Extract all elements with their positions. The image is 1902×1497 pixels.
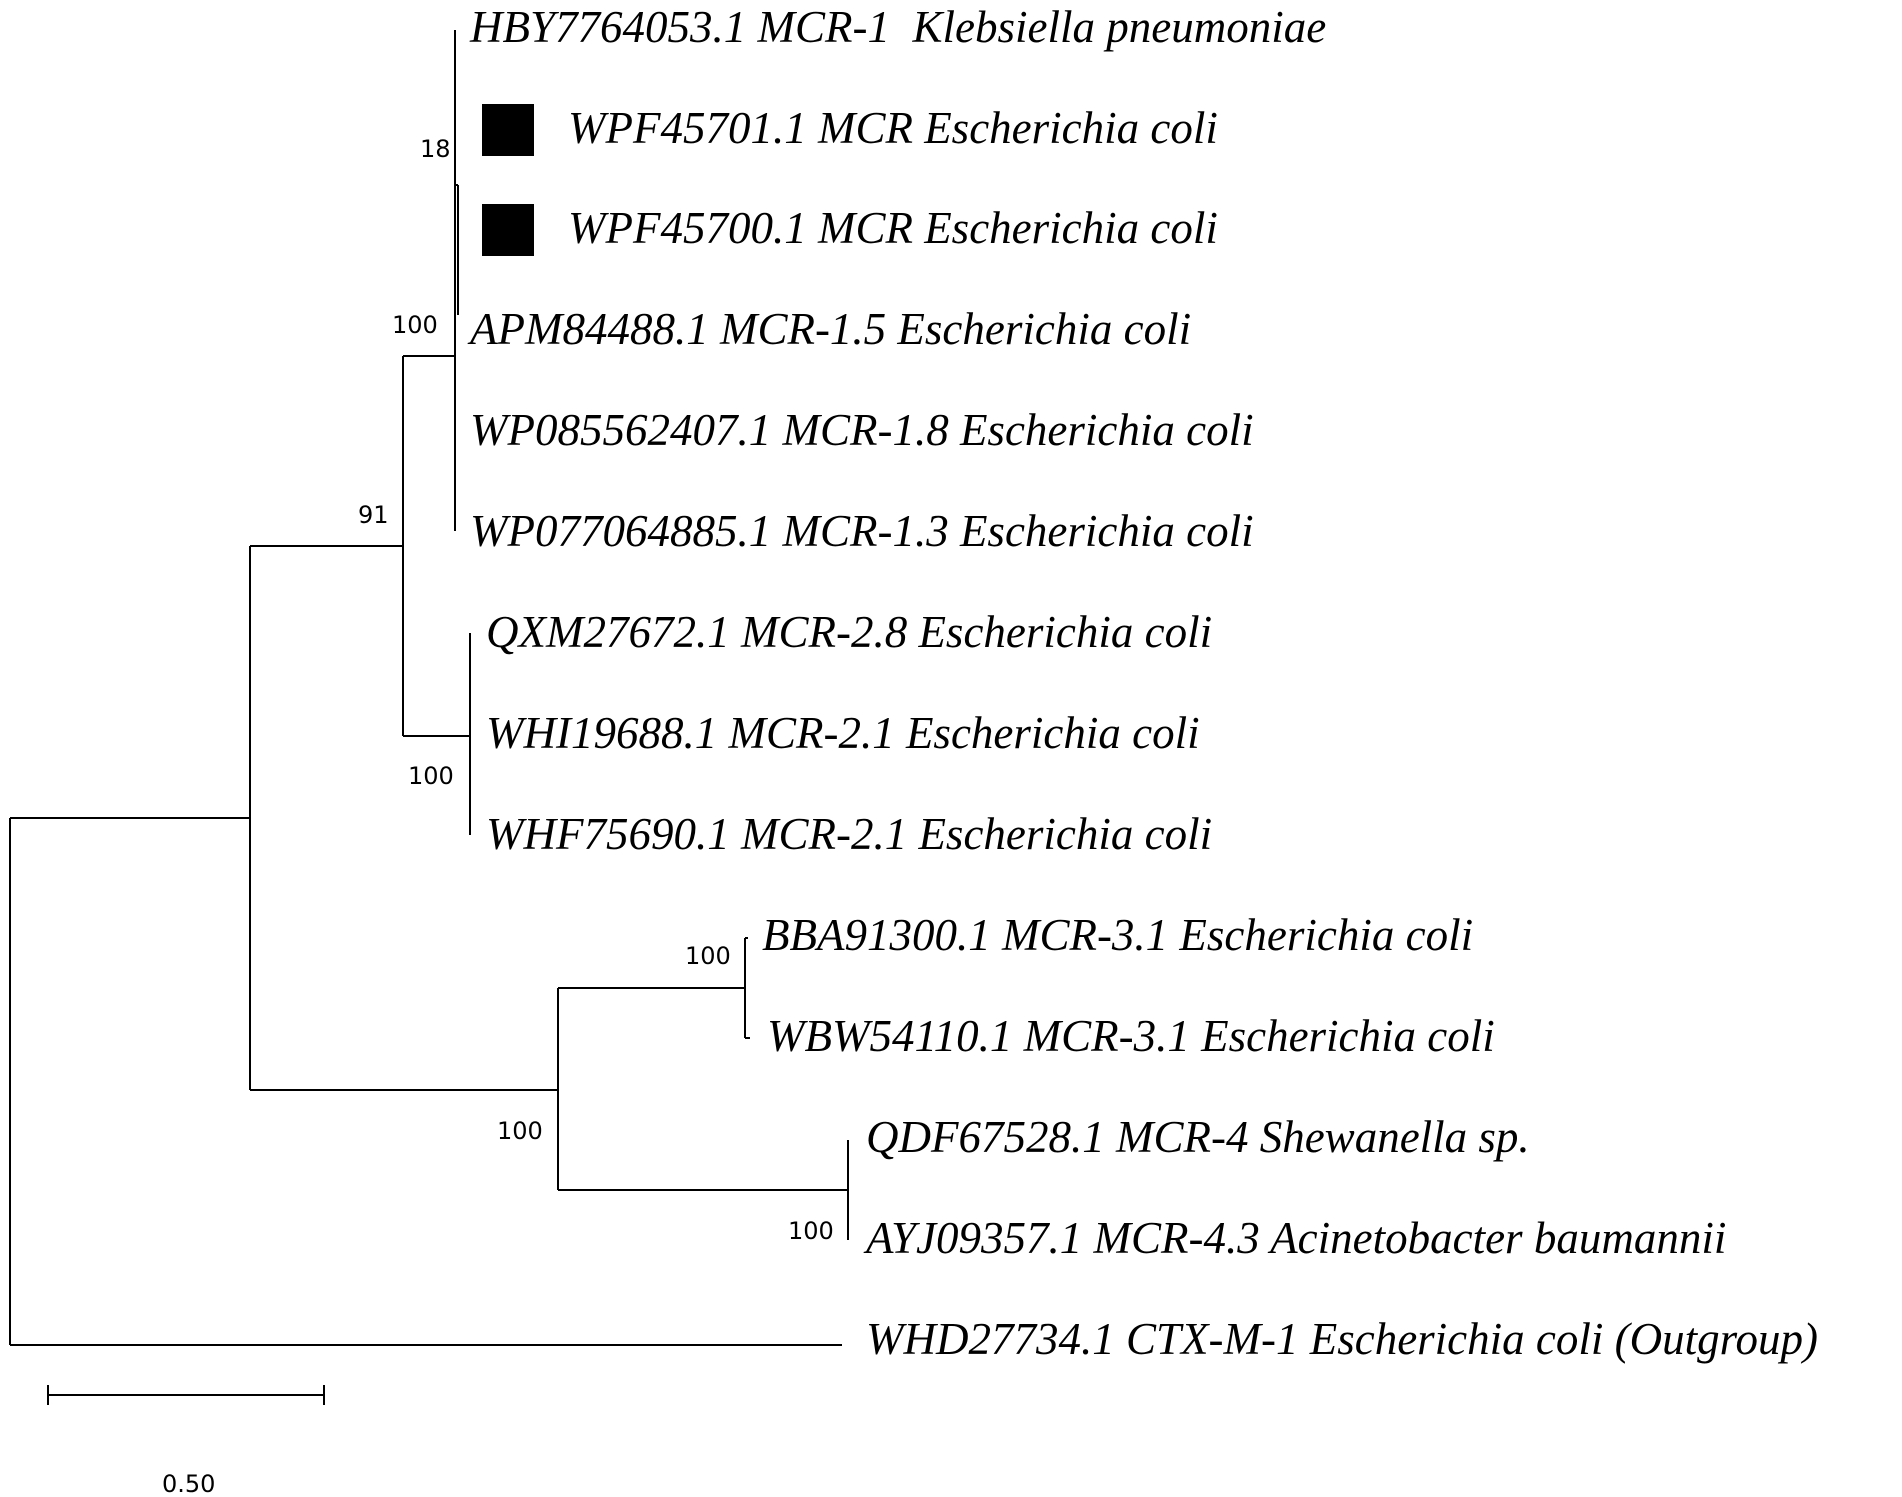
bootstrap-value: 100 bbox=[408, 762, 454, 790]
scale-bar: 0.50 bbox=[47, 1385, 325, 1497]
bootstrap-value: 100 bbox=[788, 1217, 834, 1245]
leaf-labels: HBY7764053.1 MCR-1 Klebsiella pneumoniae… bbox=[467, 2, 1818, 1364]
highlight-square-marker bbox=[482, 204, 534, 256]
leaf-label: WPF45700.1 MCR Escherichia coli bbox=[568, 203, 1218, 253]
bootstrap-value: 100 bbox=[392, 311, 438, 339]
leaf-label: WP085562407.1 MCR-1.8 Escherichia coli bbox=[470, 405, 1254, 455]
bootstrap-value: 100 bbox=[497, 1117, 543, 1145]
bootstrap-value: 91 bbox=[358, 501, 389, 529]
leaf-label: WP077064885.1 MCR-1.3 Escherichia coli bbox=[470, 506, 1254, 556]
leaf-label: WHI19688.1 MCR-2.1 Escherichia coli bbox=[486, 708, 1200, 758]
leaf-label: HBY7764053.1 MCR-1 Klebsiella pneumoniae bbox=[469, 2, 1326, 52]
bootstrap-value: 18 bbox=[420, 135, 451, 163]
bootstrap-value: 100 bbox=[685, 942, 731, 970]
leaf-label: BBA91300.1 MCR-3.1 Escherichia coli bbox=[762, 910, 1473, 960]
bootstrap-values: 18 100 91 100 100 100 100 bbox=[358, 135, 834, 1245]
scale-bar-label: 0.50 bbox=[162, 1470, 215, 1497]
highlight-markers bbox=[482, 104, 534, 256]
leaf-label: AYJ09357.1 MCR-4.3 Acinetobacter baumann… bbox=[863, 1213, 1726, 1263]
leaf-label: QDF67528.1 MCR-4 Shewanella sp. bbox=[866, 1112, 1530, 1162]
highlight-square-marker bbox=[482, 104, 534, 156]
leaf-label: WPF45701.1 MCR Escherichia coli bbox=[568, 103, 1218, 153]
leaf-label: WBW54110.1 MCR-3.1 Escherichia coli bbox=[767, 1011, 1495, 1061]
leaf-label: WHF75690.1 MCR-2.1 Escherichia coli bbox=[486, 809, 1212, 859]
leaf-label: QXM27672.1 MCR-2.8 Escherichia coli bbox=[486, 607, 1212, 657]
tree-branches bbox=[9, 30, 849, 1346]
leaf-label: WHD27734.1 CTX-M-1 Escherichia coli (Out… bbox=[866, 1314, 1818, 1364]
leaf-label: APM84488.1 MCR-1.5 Escherichia coli bbox=[467, 304, 1191, 354]
